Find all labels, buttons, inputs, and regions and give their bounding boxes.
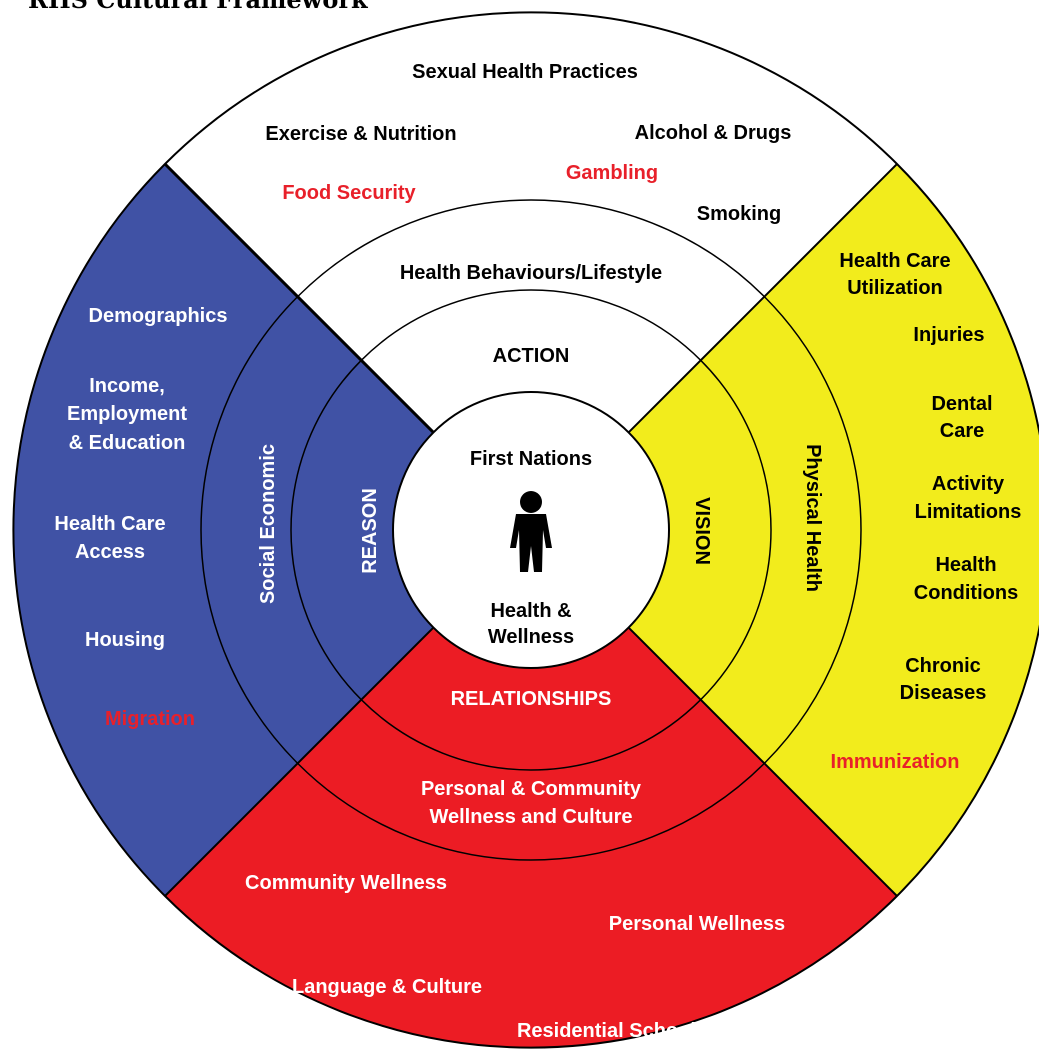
center-bottom-label-1: Health &: [490, 600, 571, 622]
item-chronic-diseases-2: Diseases: [900, 682, 987, 704]
item-dental-2: Care: [940, 420, 984, 442]
item-income-2: Employment: [67, 403, 187, 425]
item-migration: Migration: [105, 708, 195, 730]
item-chronic-diseases-1: Chronic: [905, 655, 981, 677]
inner-ring: [290, 289, 772, 771]
item-language-culture: Language & Culture: [292, 976, 482, 998]
item-exercise-nutrition: Exercise & Nutrition: [265, 123, 456, 145]
bottom-middle-label-2: Wellness and Culture: [429, 806, 632, 828]
item-demographics: Demographics: [89, 305, 228, 327]
item-health-conditions-2: Conditions: [914, 582, 1018, 604]
item-health-care-access-2: Access: [75, 541, 145, 563]
item-health-care-access-1: Health Care: [54, 513, 165, 535]
center-top-label: First Nations: [470, 448, 592, 470]
quadrant-left-outer: [13, 164, 532, 896]
right-middle-label: Physical Health: [802, 444, 824, 592]
item-income-3: & Education: [69, 432, 186, 454]
item-activity-1: Activity: [932, 473, 1005, 495]
item-community-wellness: Community Wellness: [245, 872, 447, 894]
item-personal-wellness: Personal Wellness: [609, 913, 785, 935]
bottom-inner-label: RELATIONSHIPS: [451, 688, 612, 710]
person-icon: [510, 491, 552, 572]
item-food-security: Food Security: [282, 182, 416, 204]
center-bottom-label-2: Wellness: [488, 626, 574, 648]
item-dental-1: Dental: [931, 393, 992, 415]
item-income-1: Income,: [89, 375, 165, 397]
quadrant-right-outer: [531, 164, 1039, 896]
item-housing: Housing: [85, 629, 165, 651]
left-middle-label: Social Economic: [257, 444, 279, 604]
item-activity-2: Limitations: [915, 501, 1022, 523]
item-gambling: Gambling: [566, 162, 658, 184]
item-health-conditions-1: Health: [935, 554, 996, 576]
item-smoking: Smoking: [697, 203, 781, 225]
item-alcohol-drugs: Alcohol & Drugs: [635, 122, 792, 144]
item-health-care-utilization-1: Health Care: [839, 250, 950, 272]
item-immunization: Immunization: [831, 751, 960, 773]
middle-ring: [200, 199, 862, 861]
item-residential-schools: Residential Schools: [517, 1020, 707, 1042]
outer-ring-outline: [12, 11, 1039, 1049]
left-inner-label: REASON: [359, 488, 381, 574]
item-injuries: Injuries: [913, 324, 984, 346]
quadrant-top-outer: [165, 12, 897, 530]
top-middle-label: Health Behaviours/Lifestyle: [400, 262, 662, 284]
top-inner-label: ACTION: [493, 345, 570, 367]
item-sexual-health: Sexual Health Practices: [412, 61, 638, 83]
bottom-middle-label-1: Personal & Community: [421, 778, 642, 800]
quadrant-bottom-outer: [165, 530, 897, 1048]
diagram-title: RHS Cultural Framework: [28, 0, 369, 14]
right-inner-label: VISION: [691, 497, 713, 565]
item-health-care-utilization-2: Utilization: [847, 277, 943, 299]
